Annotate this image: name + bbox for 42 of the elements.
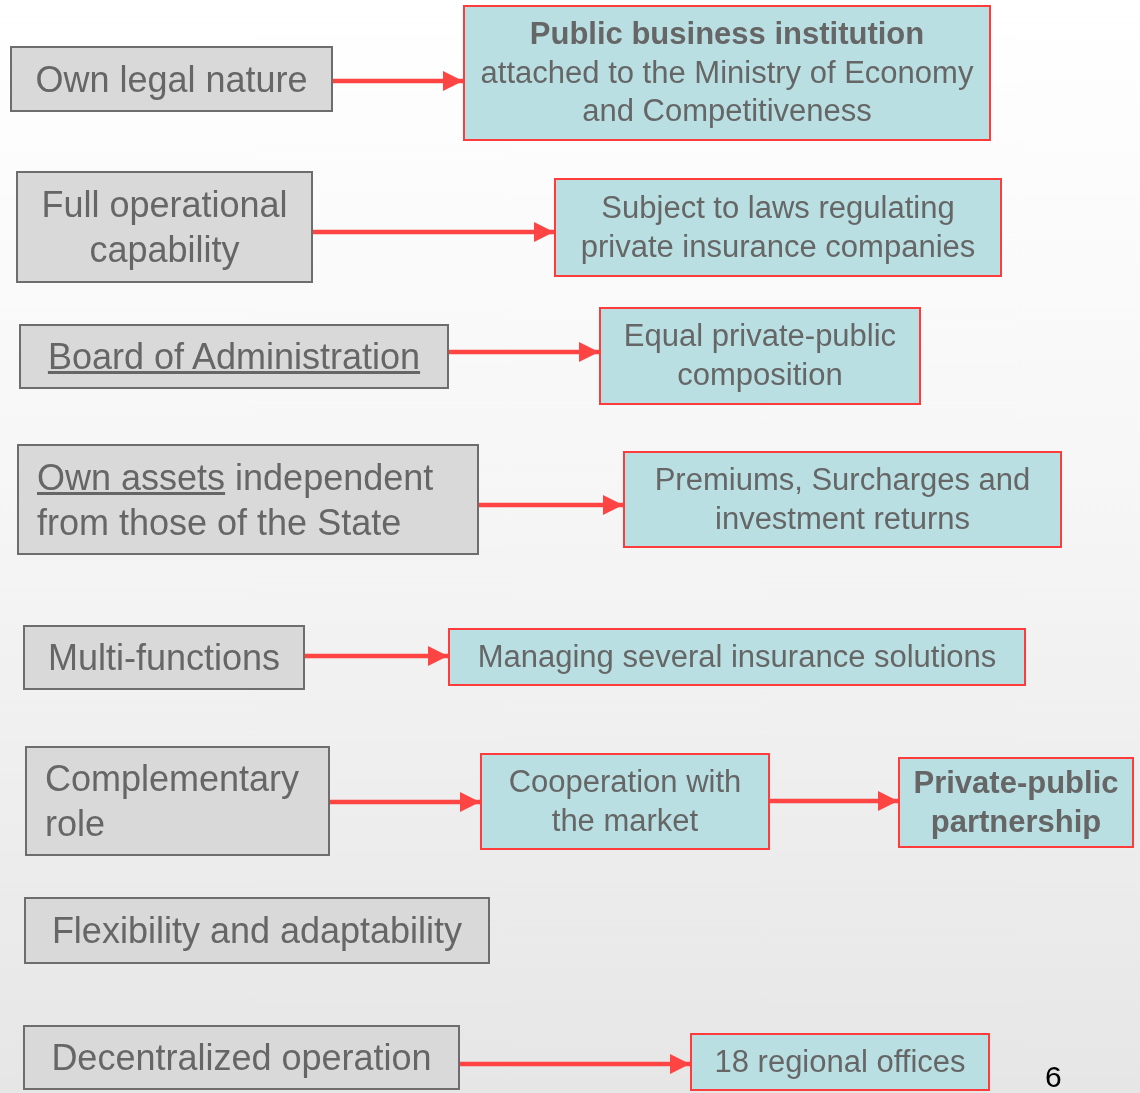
node-text: Full operational capability	[40, 183, 289, 272]
heading-text: Public business institution	[529, 14, 925, 53]
detail-box	[690, 1033, 990, 1091]
attribute-box	[23, 1025, 460, 1090]
attribute-box	[16, 171, 313, 283]
attribute-box	[10, 46, 333, 112]
node-text: Cooperation with the market	[507, 762, 743, 840]
arrow	[770, 790, 898, 812]
node-text: Subject to laws regulating private insurance companies	[579, 188, 977, 266]
arrow	[479, 494, 623, 516]
detail-box	[623, 451, 1062, 548]
node-text: Flexibility and adaptability	[51, 909, 463, 953]
attribute-box	[17, 444, 479, 555]
detail-box	[554, 178, 1002, 277]
detail-box	[448, 628, 1026, 686]
arrow	[460, 1053, 690, 1075]
node-text: Private-public partnership	[912, 763, 1120, 841]
attribute-box	[25, 746, 330, 856]
node-text: Premiums, Surcharges and investment returns	[653, 460, 1032, 538]
arrow	[333, 70, 463, 92]
attribute-box	[24, 897, 490, 964]
node-text: 18 regional offices	[714, 1042, 966, 1081]
node-text: Own legal nature	[35, 57, 308, 102]
node-text: attached to the Ministry of Economy and Competitiveness	[479, 53, 975, 131]
node-text: Multi-functions	[47, 636, 281, 680]
node-text: Decentralized operation	[51, 1036, 432, 1080]
arrow	[449, 341, 599, 363]
arrow	[330, 791, 480, 813]
node-text: Own assets independent from those of the State	[37, 455, 435, 545]
attribute-box	[23, 625, 305, 690]
arrow	[313, 221, 554, 243]
node-text: Complementary role	[45, 757, 301, 846]
node-text: Board of Administration	[47, 335, 421, 379]
page-number: 6	[1045, 1060, 1062, 1093]
node-text: Managing several insurance solutions	[477, 637, 997, 676]
detail-box	[898, 757, 1134, 848]
detail-box	[463, 5, 991, 141]
arrow	[305, 645, 448, 667]
node-text: Equal private-public composition	[622, 317, 898, 394]
detail-box	[480, 753, 770, 850]
detail-box	[599, 307, 921, 405]
attribute-box	[19, 324, 449, 389]
